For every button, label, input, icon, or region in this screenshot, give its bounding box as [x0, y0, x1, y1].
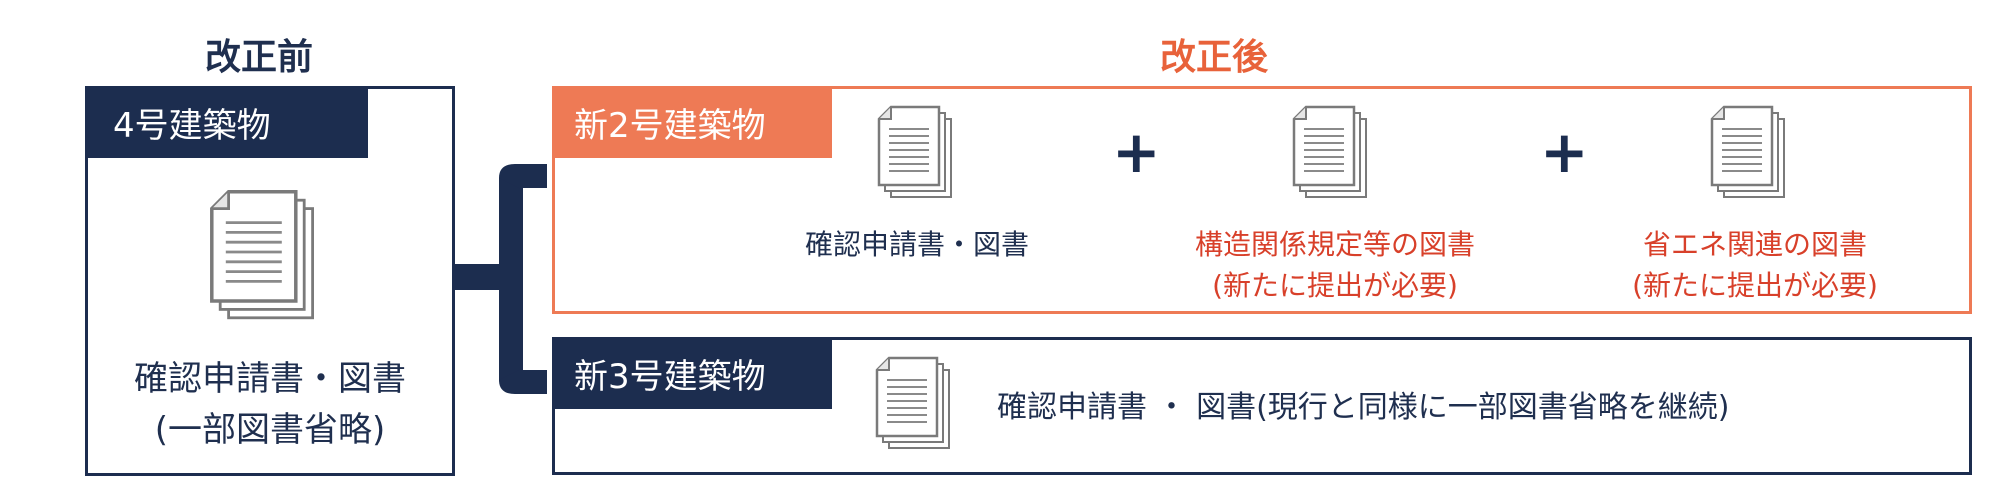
- new2-item-3-label: 省エネ関連の図書 (新たに提出が必要): [1590, 225, 1920, 306]
- new2-category-tag: 新2号建築物: [552, 86, 832, 158]
- new2-item-2-label-1: 構造関係規定等の図書: [1194, 228, 1475, 261]
- new3-box: 新3号建築物 確認申請書 ・ 図書(現行と同様に一部図書省略を継続): [552, 337, 1972, 475]
- before-document-label: 確認申請書・図書 (一部図書省略): [88, 354, 452, 456]
- plus-sign-1: +: [1112, 118, 1161, 186]
- new3-category-label: 新3号建築物: [574, 356, 766, 397]
- new3-document-icon: [875, 356, 955, 456]
- new2-item-3-label-2: (新たに提出が必要): [1632, 268, 1878, 302]
- new2-category-label: 新2号建築物: [574, 105, 766, 146]
- new3-category-tag: 新3号建築物: [552, 337, 832, 409]
- new2-item-1-icon: [877, 105, 957, 205]
- bracket-connector: [455, 164, 547, 394]
- new2-item-1-label-1: 確認申請書・図書: [804, 228, 1029, 261]
- before-document-icon: [209, 189, 321, 329]
- new3-label: 確認申請書 ・ 図書(現行と同様に一部図書省略を継続): [997, 390, 1730, 425]
- before-category-tag: 4号建築物: [85, 86, 368, 158]
- new2-item-3-icon: [1710, 105, 1790, 205]
- new2-item-2-label-2: (新たに提出が必要): [1212, 268, 1458, 302]
- new2-item-2-label: 構造関係規定等の図書 (新たに提出が必要): [1170, 225, 1500, 306]
- before-heading: 改正前: [205, 37, 314, 78]
- before-box: 4号建築物 確認申請書・図書 (一部図書省略): [85, 86, 455, 476]
- before-category-label: 4号建築物: [113, 105, 271, 146]
- new2-item-3-label-1: 省エネ関連の図書: [1642, 228, 1867, 261]
- before-doc-label-1: 確認申請書・図書: [134, 359, 406, 399]
- plus-sign-2: +: [1540, 118, 1589, 186]
- new2-item-2-icon: [1292, 105, 1372, 205]
- new2-item-1-label: 確認申請書・図書: [767, 225, 1067, 266]
- new2-box: 新2号建築物 確認申請書・図書 + 構造関係規定等の図書 (新たに提出が必要) …: [552, 86, 1972, 314]
- before-doc-label-2: (一部図書省略): [154, 410, 386, 450]
- after-heading: 改正後: [1160, 37, 1269, 78]
